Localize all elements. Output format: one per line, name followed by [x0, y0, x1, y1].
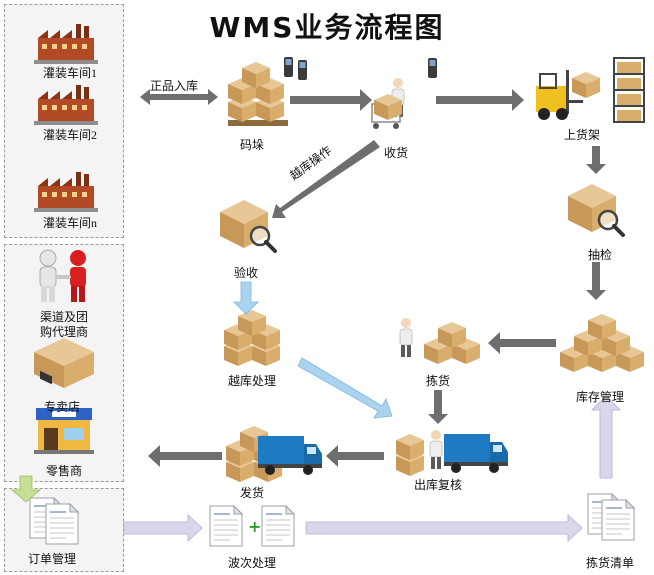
node-label-wave: 波次处理 [227, 556, 277, 570]
node-label-picking: 拣货 [425, 374, 451, 388]
edge-label-finished-goods-in: 正品入库 [150, 79, 199, 93]
workshop-2-label: 灌装车间2 [42, 128, 98, 142]
store-label: 专卖店 [43, 400, 81, 414]
svg-text:+: + [248, 517, 261, 536]
node-label-cross-dock: 越库处理 [227, 374, 277, 388]
diagram-title: WMS业务流程图 [209, 11, 445, 44]
retail-label: 零售商 [45, 464, 83, 478]
node-label-stack: 码垛 [239, 138, 265, 152]
node-label-receive: 收货 [383, 146, 409, 160]
workshop-1-label: 灌装车间1 [42, 66, 98, 80]
node-label-ship: 发货 [239, 486, 265, 500]
agent-label-line2: 购代理商 [39, 325, 89, 339]
node-label-spot-check: 抽检 [587, 248, 613, 262]
node-label-inspect: 验收 [233, 266, 259, 280]
node-label-inventory: 库存管理 [575, 390, 625, 404]
node-label-outbound-check: 出库复核 [413, 478, 463, 492]
agent-label-line1: 渠道及团 [39, 310, 89, 324]
workshop-n-label: 灌装车间n [42, 216, 98, 230]
node-label-order-mgmt: 订单管理 [27, 552, 77, 566]
node-label-shelve: 上货架 [563, 128, 601, 142]
node-label-pick-list: 拣货清单 [585, 556, 635, 570]
